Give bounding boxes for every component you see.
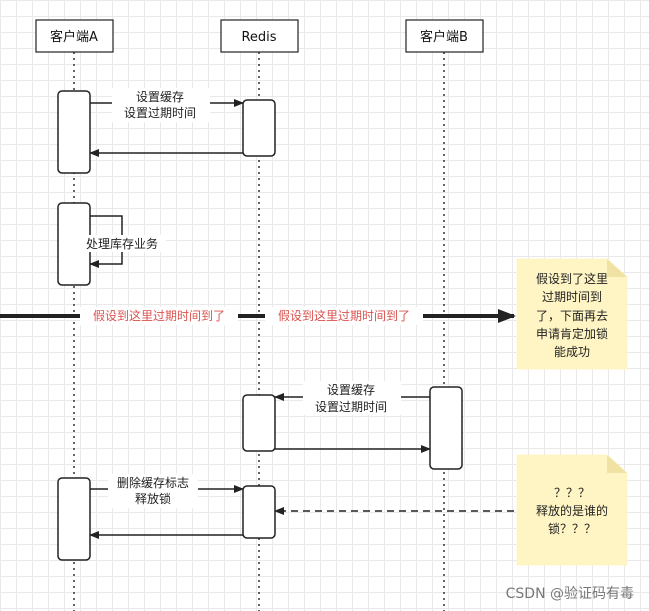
message-delete-line1: 删除缓存标志 xyxy=(117,475,189,490)
note-expiry-line4: 申请肯定加锁 xyxy=(536,326,608,341)
note-expiry[interactable]: 假设到了这里 过期时间到 了，下面再去 申请肯定加锁 能成功 xyxy=(516,258,628,370)
participant-client-a[interactable]: 客户端A xyxy=(35,19,114,53)
activation-redis-3[interactable] xyxy=(242,485,276,539)
note-expiry-line1: 假设到了这里 xyxy=(536,271,608,286)
label-bg xyxy=(108,474,198,508)
label-bg xyxy=(80,307,238,325)
note-question[interactable]: ？？？ 释放的是谁的 锁？？？ xyxy=(516,454,628,566)
activation-redis-1[interactable] xyxy=(242,99,276,157)
label-bg xyxy=(303,381,401,415)
participant-redis[interactable]: Redis xyxy=(220,19,299,53)
message-set-cache-line1: 设置缓存 xyxy=(136,90,184,104)
participant-client-b-label: 客户端B xyxy=(420,29,468,45)
activation-redis-2[interactable] xyxy=(242,394,276,452)
note-expiry-line5: 能成功 xyxy=(554,345,590,359)
message-b-set-line2: 设置过期时间 xyxy=(315,400,387,414)
message-set-cache-line2: 设置过期时间 xyxy=(124,106,196,120)
label-bg xyxy=(112,88,210,122)
activation-a-3[interactable] xyxy=(57,477,91,561)
activation-b-1[interactable] xyxy=(429,386,463,470)
watermark: CSDN @验证码有毒 xyxy=(506,586,634,602)
note-expiry-line3: 了，下面再去 xyxy=(536,309,608,323)
message-b-set-line1: 设置缓存 xyxy=(327,383,375,397)
note-question-line3: 锁？？？ xyxy=(548,521,596,536)
message-delete-line2: 释放锁 xyxy=(135,491,171,506)
participant-client-a-label: 客户端A xyxy=(50,29,98,45)
message-expiry-redis: 假设到这里过期时间到了 xyxy=(278,308,410,323)
label-bg xyxy=(78,235,166,252)
label-bg xyxy=(265,307,423,325)
participant-redis-label: Redis xyxy=(241,30,276,45)
activation-a-1[interactable] xyxy=(57,90,91,174)
message-process-business: 处理库存业务 xyxy=(86,236,158,251)
note-question-line1: ？？？ xyxy=(554,486,590,500)
participant-client-b[interactable]: 客户端B xyxy=(405,19,484,53)
message-expiry-a: 假设到这里过期时间到了 xyxy=(93,308,225,323)
note-question-line2: 释放的是谁的 xyxy=(536,503,608,518)
note-expiry-line2: 过期时间到 xyxy=(542,290,602,304)
